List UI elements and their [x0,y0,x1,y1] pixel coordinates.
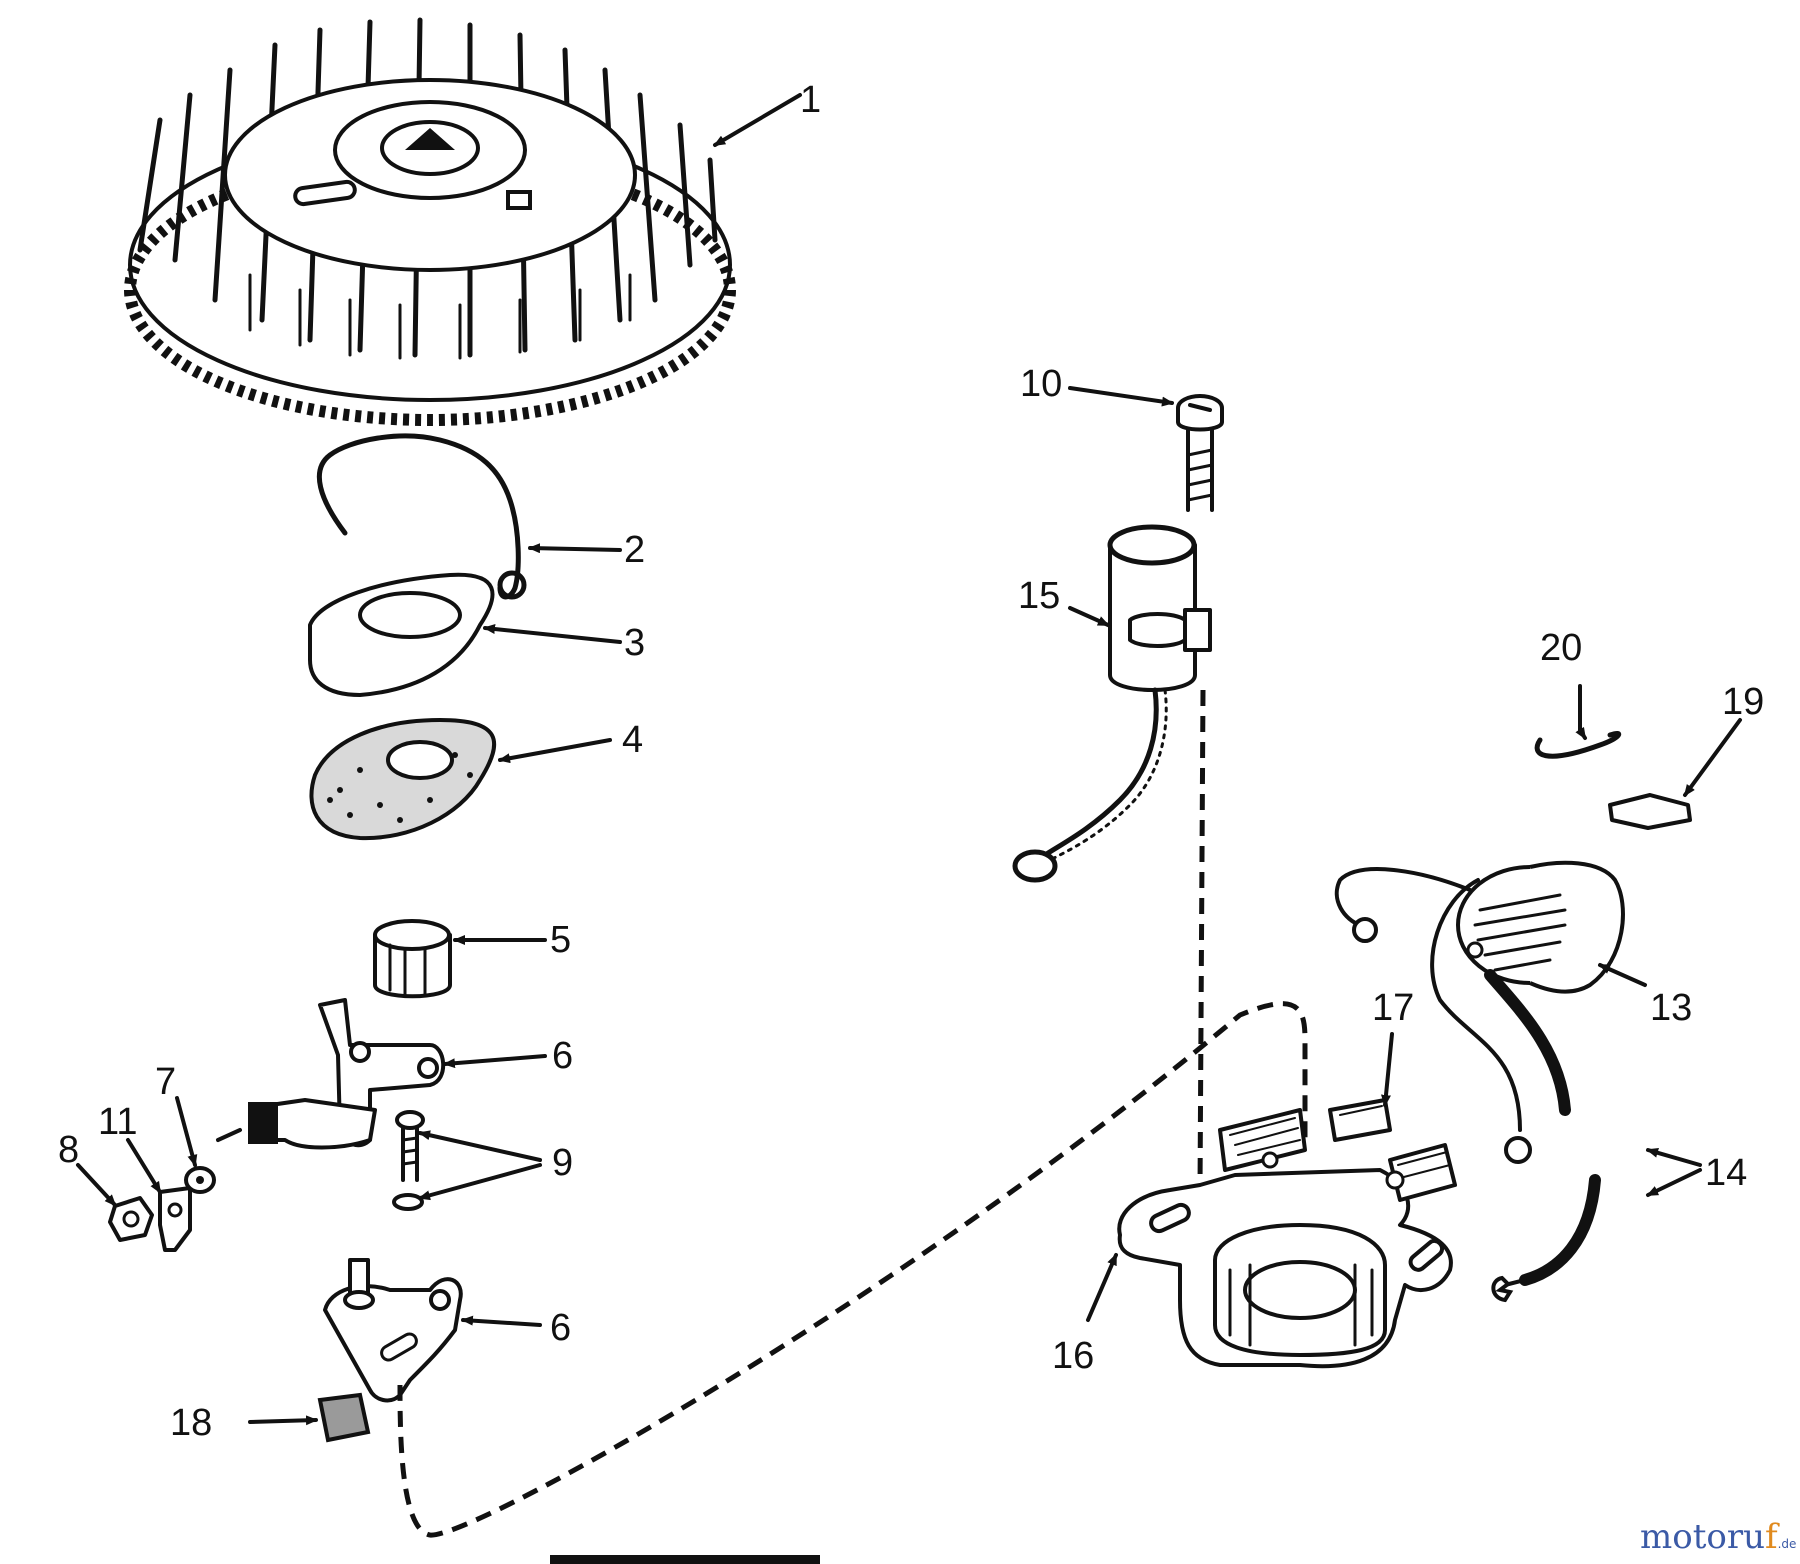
callout-3: 3 [624,622,645,664]
callout-8: 8 [58,1129,79,1171]
bushing-part [373,919,452,999]
callout-4: 4 [622,719,643,761]
nut-part [108,1196,154,1242]
svg-text:motoruf.de: motoruf.de [1640,1517,1796,1557]
callout-19: 19 [1722,681,1764,723]
condenser-screw-part [1176,394,1224,512]
callout-6-upper: 6 [552,1035,573,1077]
breaker-plate-part [323,1258,463,1403]
alignment-line [397,1001,1308,1538]
ignition-coil-part [1334,860,1625,1164]
spring-clip-part [316,433,527,600]
callout-9: 9 [552,1142,573,1184]
cover-part [308,572,495,697]
breaker-arm-part [216,998,446,1150]
felt-gasket-part [309,717,497,841]
callout-1: 1 [800,79,821,121]
wire-clip-part [1534,730,1622,759]
screw-washer-part [392,1110,425,1211]
terminal-part [158,1186,192,1252]
small-plate-part [1608,793,1692,830]
callout-14: 14 [1705,1152,1747,1194]
flywheel-part [124,17,736,426]
condenser-part [1012,524,1212,883]
watermark-logo: motoruf.de [1640,1517,1796,1557]
callout-11: 11 [98,1101,137,1143]
title-fragment [550,1555,820,1564]
callout-15: 15 [1018,575,1060,617]
ground-lead-part [1491,1174,1601,1303]
callout-5: 5 [550,919,571,961]
callout-17: 17 [1372,987,1414,1029]
callout-20: 20 [1540,627,1582,669]
washer-part [184,1166,216,1194]
felt-pad-part [317,1392,371,1443]
callout-10: 10 [1020,363,1062,405]
leader-lines [76,93,1742,1426]
armature-bracket-part [1117,1098,1457,1369]
callout-2: 2 [624,529,645,571]
callout-7: 7 [155,1061,176,1103]
callout-13: 13 [1650,987,1692,1029]
callout-18: 18 [170,1402,212,1444]
callout-16: 16 [1052,1335,1094,1377]
callout-6-lower: 6 [550,1307,571,1349]
